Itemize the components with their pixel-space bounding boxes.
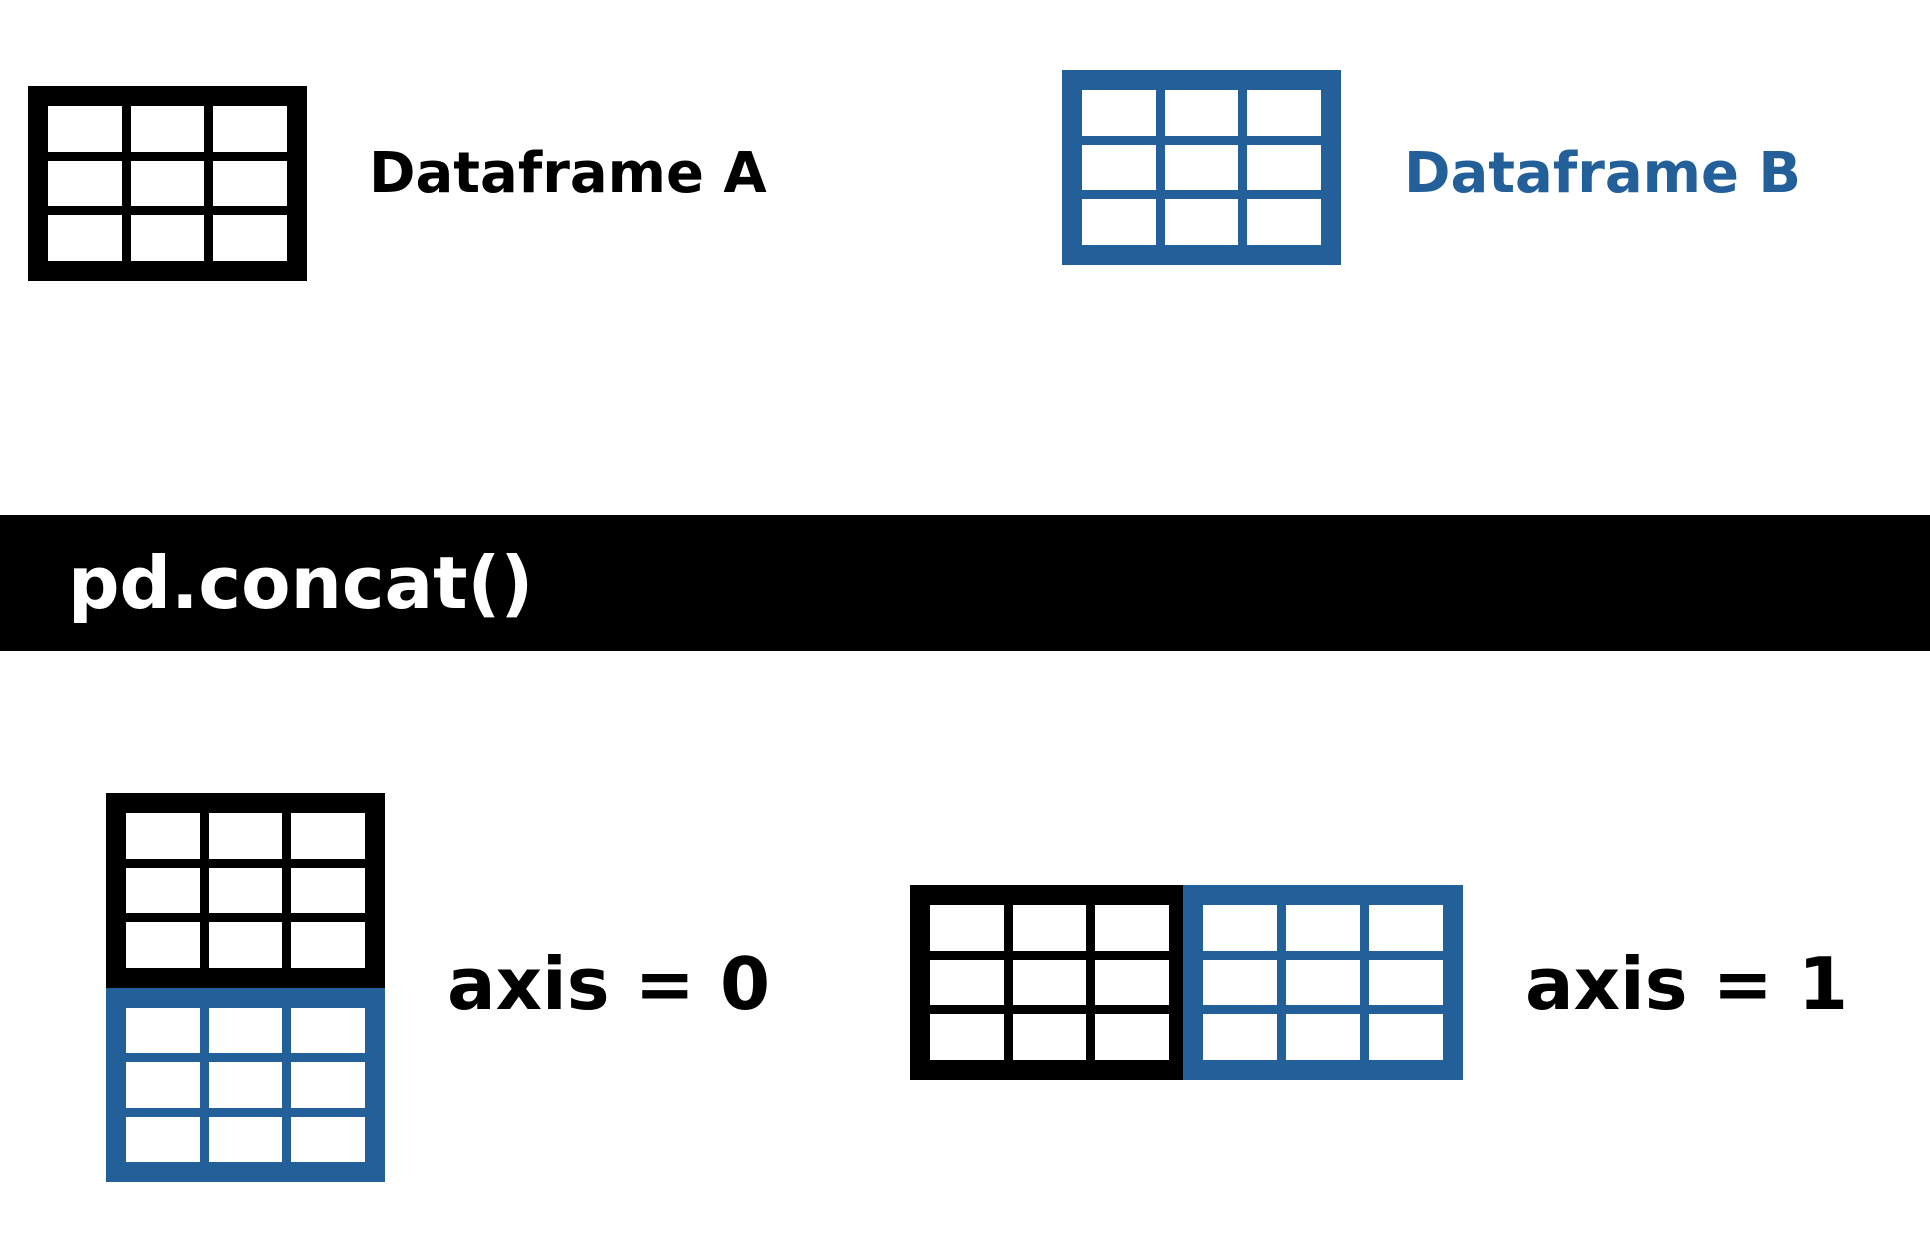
axis1-dataframe-b-table-icon (1183, 885, 1463, 1080)
axis0-dataframe-b-table-icon (106, 988, 385, 1182)
dataframe-b-table-icon (1062, 70, 1341, 265)
axis1-label: axis = 1 (1525, 942, 1849, 1026)
axis1-dataframe-a-table-icon (910, 885, 1189, 1080)
dataframe-b-label: Dataframe B (1404, 141, 1802, 206)
axis0-dataframe-a-table-icon (106, 793, 385, 988)
dataframe-a-label: Dataframe A (369, 141, 767, 206)
axis0-label: axis = 0 (447, 942, 771, 1026)
dataframe-a-table-icon (28, 86, 307, 281)
function-name: pd.concat() (68, 541, 534, 625)
function-banner: pd.concat() (0, 515, 1930, 651)
